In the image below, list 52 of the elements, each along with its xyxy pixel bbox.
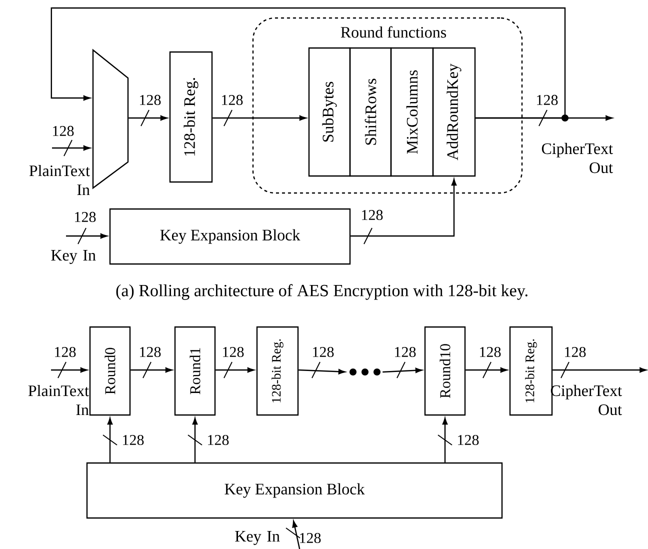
block-box: Key Expansion Block bbox=[86, 462, 503, 519]
edge-label: 128 bbox=[208, 434, 229, 446]
arrow bbox=[107, 418, 113, 462]
edge-label: 128 bbox=[395, 346, 416, 358]
arrow bbox=[382, 368, 422, 374]
block-box: 128-bit Reg. bbox=[256, 326, 299, 416]
edge-label: 128 bbox=[223, 346, 244, 358]
block-box: SubBytes bbox=[308, 47, 351, 177]
block-box: Round10 bbox=[424, 326, 466, 416]
arrow bbox=[192, 418, 198, 462]
arrow bbox=[51, 367, 88, 373]
block-box: MixColumns bbox=[390, 47, 434, 177]
edge-label: 128 bbox=[123, 434, 144, 446]
edge-label: 128 bbox=[222, 94, 243, 106]
caption: (a) Rolling architecture of AES Encryption with 128-bit key. bbox=[116, 284, 528, 300]
edge-label: 128 bbox=[140, 346, 161, 358]
arrow bbox=[130, 367, 172, 373]
edge-label: 128 bbox=[75, 212, 96, 222]
arrow bbox=[442, 418, 448, 462]
arrow bbox=[298, 369, 346, 374]
edge-label: 128 bbox=[362, 210, 383, 220]
edge-label: 128 bbox=[565, 346, 586, 358]
port-label: PlainText In bbox=[28, 384, 89, 416]
block-box: ShiftRows bbox=[349, 47, 392, 177]
ellipsis-dots bbox=[350, 368, 380, 376]
port-label: Key In bbox=[235, 531, 280, 545]
edge-label: 128 bbox=[140, 94, 161, 106]
port-label: Key In bbox=[51, 250, 96, 264]
arrow bbox=[552, 367, 646, 373]
block-box: AddRoundKey bbox=[432, 47, 476, 177]
edge-label: 128 bbox=[537, 94, 558, 106]
edge-label: 128 bbox=[458, 434, 479, 446]
port-label: PlainText In bbox=[29, 164, 90, 196]
arrow bbox=[466, 367, 508, 373]
block-box: Key Expansion Block bbox=[109, 208, 351, 265]
block-box: Round0 bbox=[89, 326, 131, 416]
arrow bbox=[212, 115, 306, 121]
arrow bbox=[50, 7, 566, 119]
edge-label: 128 bbox=[300, 532, 321, 544]
arrow bbox=[66, 233, 108, 239]
edge-label: 128 bbox=[313, 346, 334, 358]
edge-label: 128 bbox=[55, 346, 76, 358]
block-box: Round1 bbox=[174, 326, 216, 416]
edge-label: 128 bbox=[480, 346, 501, 358]
block-box: 128-bit Reg. bbox=[169, 51, 213, 183]
arrow bbox=[350, 178, 457, 237]
arrow bbox=[52, 145, 90, 151]
arrow bbox=[216, 367, 254, 373]
port-label: CipherText Out bbox=[542, 142, 613, 174]
arrow bbox=[128, 115, 168, 121]
edge-label: 128 bbox=[53, 126, 74, 136]
arrow bbox=[292, 520, 300, 549]
